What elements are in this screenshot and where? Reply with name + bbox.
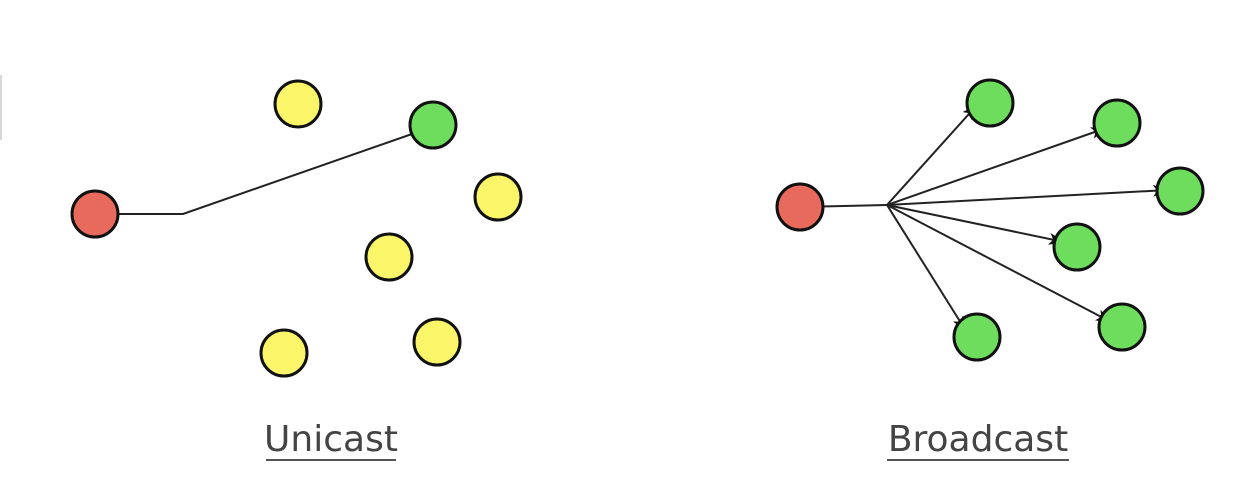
broadcast-label: Broadcast bbox=[888, 419, 1068, 460]
unicast-label: Unicast bbox=[264, 419, 398, 460]
broadcast-arrow bbox=[886, 204, 1112, 323]
broadcast-target-node bbox=[1092, 98, 1142, 148]
broadcast-arrow bbox=[886, 104, 978, 206]
broadcast-target-node bbox=[1052, 222, 1102, 272]
broadcast-target-node bbox=[1155, 166, 1205, 216]
unicast-target-node bbox=[408, 100, 458, 150]
broadcast-target-node bbox=[1097, 302, 1147, 352]
broadcast-arrow bbox=[886, 127, 1107, 206]
broadcast-arrow bbox=[886, 204, 967, 332]
unicast-source-node bbox=[70, 189, 120, 239]
unicast-idle-node bbox=[364, 232, 414, 282]
broadcast-target-node bbox=[952, 312, 1002, 362]
unicast-diagram: Unicast bbox=[70, 79, 523, 461]
unicast-idle-node bbox=[259, 328, 309, 378]
unicast-idle-node bbox=[273, 79, 323, 129]
broadcast-diagram: Broadcast bbox=[775, 78, 1205, 461]
unicast-idle-node bbox=[473, 172, 523, 222]
broadcast-arrow bbox=[886, 204, 1065, 245]
broadcast-source-node bbox=[775, 182, 825, 232]
unicast-idle-node bbox=[412, 317, 462, 367]
broadcast-arrow bbox=[886, 184, 1169, 206]
broadcast-target-node bbox=[965, 78, 1015, 128]
unicast-link bbox=[95, 133, 413, 215]
